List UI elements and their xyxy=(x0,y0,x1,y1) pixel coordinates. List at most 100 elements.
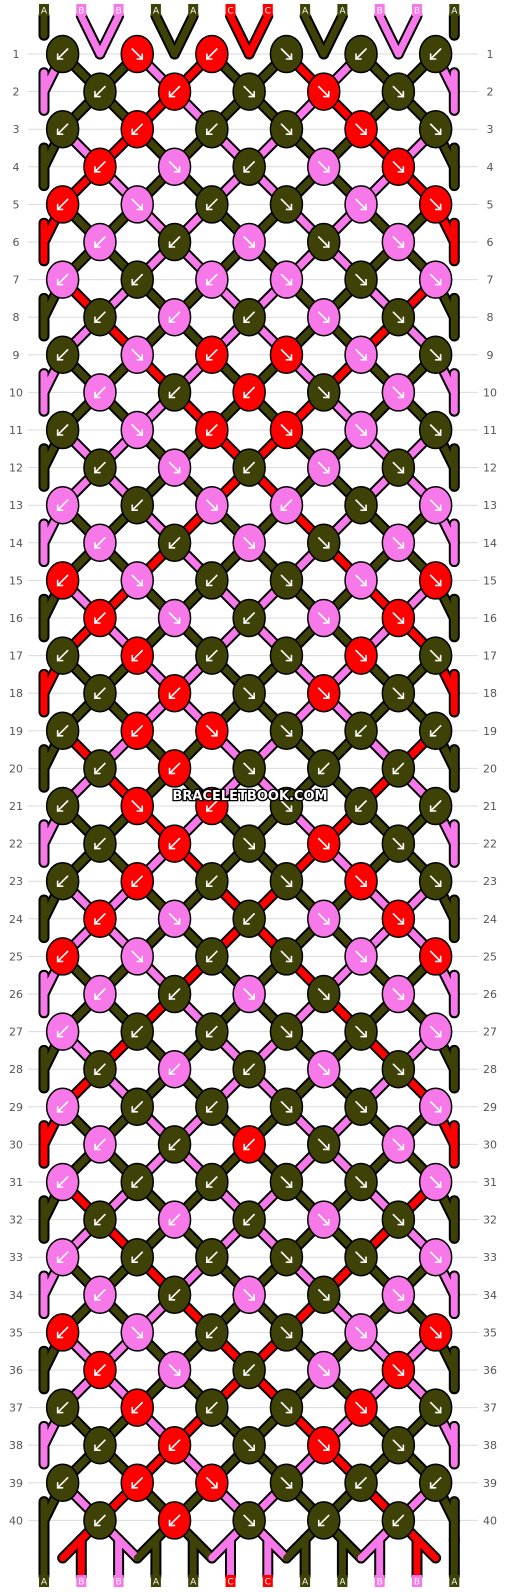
arrow-down-right-icon xyxy=(280,123,293,135)
arrow-down-right-icon xyxy=(392,1289,405,1301)
arrow-shaft xyxy=(206,1326,218,1339)
arrow-shaft xyxy=(429,574,442,587)
arrow-shaft xyxy=(131,950,144,963)
arrow-head xyxy=(94,391,101,399)
label-letter: B xyxy=(377,1578,383,1588)
arrow-shaft xyxy=(317,85,330,98)
arrow-shaft xyxy=(392,1364,405,1376)
strand xyxy=(227,12,253,58)
arrow-head xyxy=(397,842,405,850)
arrow-head xyxy=(285,429,293,436)
row-number-left: 32 xyxy=(9,1214,23,1227)
arrow-shaft xyxy=(56,348,69,361)
label-swatch xyxy=(412,1575,422,1587)
arrow-down-left-icon xyxy=(206,649,218,662)
arrow-down-right-icon xyxy=(317,386,330,399)
strand xyxy=(245,12,272,58)
knot xyxy=(381,1200,416,1239)
arrow-shaft xyxy=(131,348,144,361)
arrow-shaft xyxy=(206,800,218,812)
arrow-head xyxy=(322,90,330,98)
arrow-head xyxy=(360,955,367,963)
knot xyxy=(232,598,266,638)
arrow-down-left-icon xyxy=(392,1514,405,1527)
label-letter: B xyxy=(116,7,122,17)
arrow-down-left-icon xyxy=(56,649,69,662)
label-letter: A xyxy=(339,1578,346,1588)
row-number-left: 10 xyxy=(9,386,23,399)
row-number-right: 40 xyxy=(483,1514,497,1527)
arrow-head xyxy=(285,805,293,812)
arrow-shaft xyxy=(243,1514,255,1527)
arrow-head xyxy=(56,1406,64,1414)
arrow-down-right-icon xyxy=(280,800,293,812)
arrow-head xyxy=(56,1106,64,1113)
arrow-shaft xyxy=(168,837,181,850)
arrow-shaft xyxy=(56,649,69,662)
arrow-head xyxy=(285,729,293,737)
arrow-shaft xyxy=(392,386,405,399)
strand xyxy=(376,12,402,58)
top-string-label: A xyxy=(337,4,348,17)
arrow-down-left-icon xyxy=(56,574,69,587)
arrow-head xyxy=(56,654,64,662)
arrow-down-right-icon xyxy=(392,461,405,474)
knot xyxy=(45,109,80,149)
knot xyxy=(418,1012,453,1051)
arrow-head xyxy=(168,842,176,850)
arrow-down-left-icon xyxy=(94,1063,106,1075)
arrow-shaft xyxy=(168,612,181,624)
arrow-shaft xyxy=(56,1176,69,1188)
arrow-shaft xyxy=(317,311,330,324)
arrow-down-left-icon xyxy=(429,48,442,60)
label-letter: B xyxy=(116,1578,122,1588)
arrow-shaft xyxy=(392,1213,405,1226)
arrow-shaft xyxy=(206,1477,218,1489)
knot xyxy=(157,1425,192,1465)
knot xyxy=(157,1049,192,1089)
row-number-left: 4 xyxy=(13,161,20,174)
row-number-left: 38 xyxy=(9,1439,23,1452)
arrow-down-left-icon xyxy=(131,1401,144,1414)
knot xyxy=(45,1388,80,1427)
arrow-shaft xyxy=(94,386,106,399)
knot xyxy=(418,1162,453,1202)
arrow-down-left-icon xyxy=(243,1063,255,1075)
row-number-left: 5 xyxy=(13,198,20,211)
arrow-shaft xyxy=(168,536,181,549)
arrow-down-left-icon xyxy=(94,311,106,324)
knot xyxy=(83,749,117,788)
row-number-right: 22 xyxy=(483,838,497,851)
top-string-label: A xyxy=(188,4,199,17)
row-number-left: 24 xyxy=(9,913,23,926)
arrow-down-right-icon xyxy=(355,1401,367,1414)
arrow-shaft xyxy=(355,800,367,812)
arrow-head xyxy=(285,353,293,361)
arrow-head xyxy=(206,353,213,361)
arrow-shaft xyxy=(206,499,218,512)
knot xyxy=(120,937,154,976)
row-number-left: 1 xyxy=(13,48,20,61)
arrow-shaft xyxy=(243,386,255,399)
knot xyxy=(381,1049,416,1089)
arrow-down-right-icon xyxy=(355,875,367,888)
arrow-down-right-icon xyxy=(317,1439,330,1451)
arrow-shaft xyxy=(243,1063,255,1075)
arrow-down-left-icon xyxy=(56,348,69,361)
arrow-head xyxy=(322,1068,330,1075)
arrow-head xyxy=(397,316,405,324)
arrow-down-left-icon xyxy=(206,273,218,286)
knot xyxy=(418,34,453,74)
arrow-down-right-icon xyxy=(317,161,330,173)
arrow-shaft xyxy=(131,123,144,135)
arrow-shaft xyxy=(206,875,218,888)
arrow-head xyxy=(434,203,442,211)
arrow-head xyxy=(322,617,330,624)
arrow-head xyxy=(206,1406,213,1414)
arrow-shaft xyxy=(317,1364,330,1376)
bottom-string-label: B xyxy=(374,1575,385,1588)
knot xyxy=(45,1237,80,1277)
arrow-shaft xyxy=(94,85,106,98)
arrow-shaft xyxy=(94,236,106,248)
arrow-down-right-icon xyxy=(392,837,405,850)
